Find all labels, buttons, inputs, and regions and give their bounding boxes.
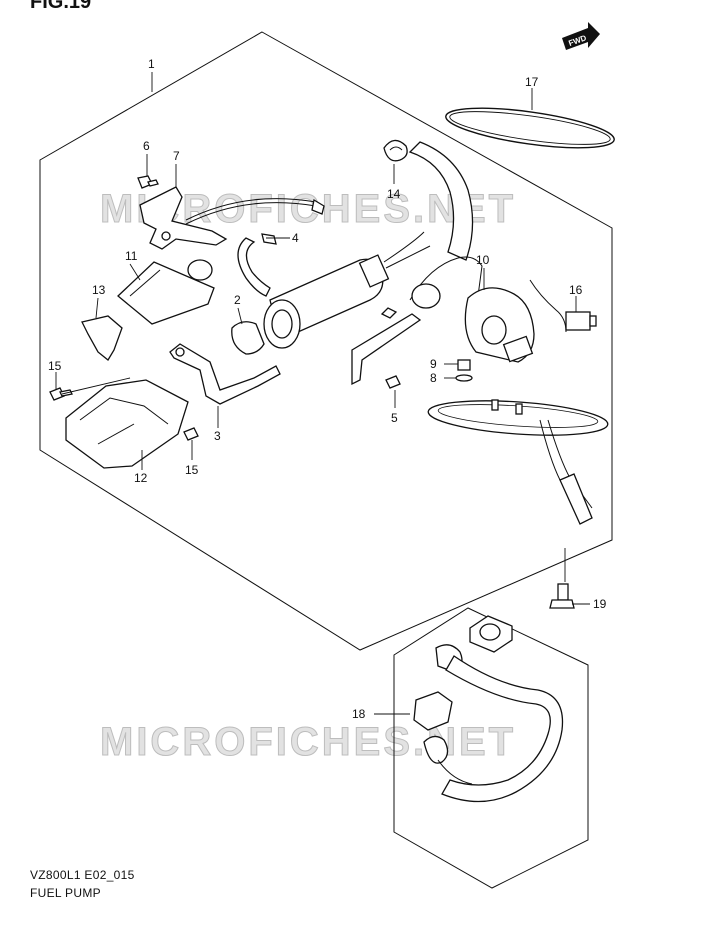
callout-18: 18	[352, 707, 366, 721]
callout-9: 9	[430, 357, 437, 371]
callout-12: 12	[134, 471, 148, 485]
callout-19: 19	[593, 597, 607, 611]
callout-14: 14	[387, 187, 401, 201]
assembly-outline-main	[39, 31, 613, 651]
footer-title: FUEL PUMP	[30, 886, 101, 900]
part-9-nut	[457, 359, 471, 371]
callout-2: 2	[234, 293, 241, 307]
callout-16: 16	[569, 283, 583, 297]
part-4-band	[237, 233, 277, 297]
callout-8: 8	[430, 371, 437, 385]
callout-7: 7	[173, 149, 180, 163]
part-17-o-ring	[445, 107, 615, 149]
part-10-sender-unit	[464, 279, 567, 363]
callout-17: 17	[525, 75, 539, 89]
part-16-connector	[565, 311, 597, 331]
part-6-screw	[137, 175, 159, 189]
callout-15-left: 15	[48, 359, 62, 373]
part-8-washer	[455, 374, 473, 382]
assembly-outline-hose	[393, 607, 589, 889]
callout-1: 1	[148, 57, 155, 71]
callout-4: 4	[292, 231, 299, 245]
part-13-plate	[81, 315, 123, 361]
watermark-bottom: MICROFICHES.NET	[100, 720, 516, 764]
callout-13: 13	[92, 283, 106, 297]
pump-frame-bracket	[351, 256, 483, 386]
callout-5: 5	[391, 411, 398, 425]
part-14-clamp-hose	[383, 139, 474, 261]
part-18-fuel-hose	[413, 615, 564, 803]
part-3-bracket	[169, 343, 281, 405]
leader-lines	[55, 72, 590, 715]
part-15-screw-left	[49, 387, 73, 401]
part-7-bracket-wire	[139, 186, 325, 250]
callout-10: 10	[476, 253, 490, 267]
callout-15-center: 15	[185, 463, 199, 477]
callout-11: 11	[125, 249, 138, 263]
figure-label: FIG.19	[30, 0, 91, 13]
callout-6: 6	[143, 139, 150, 153]
part-19-bolt	[549, 583, 575, 609]
part-12-tray	[65, 379, 189, 469]
part-2-cushion	[231, 321, 265, 355]
callout-labels: 1 2 3 4 5 6 7 8 9 10 11 12 13 14 15 15 1…	[48, 57, 607, 721]
part-11-filter	[117, 259, 215, 325]
fuel-pump-motor	[263, 231, 431, 349]
part-5-screw	[385, 375, 401, 389]
footer-code: VZ800L1 E02_015	[30, 868, 135, 882]
callout-3: 3	[214, 429, 221, 443]
part-15-screw-center	[183, 427, 199, 441]
base-plate	[427, 399, 609, 525]
fwd-arrow-icon: FWD	[562, 22, 600, 50]
